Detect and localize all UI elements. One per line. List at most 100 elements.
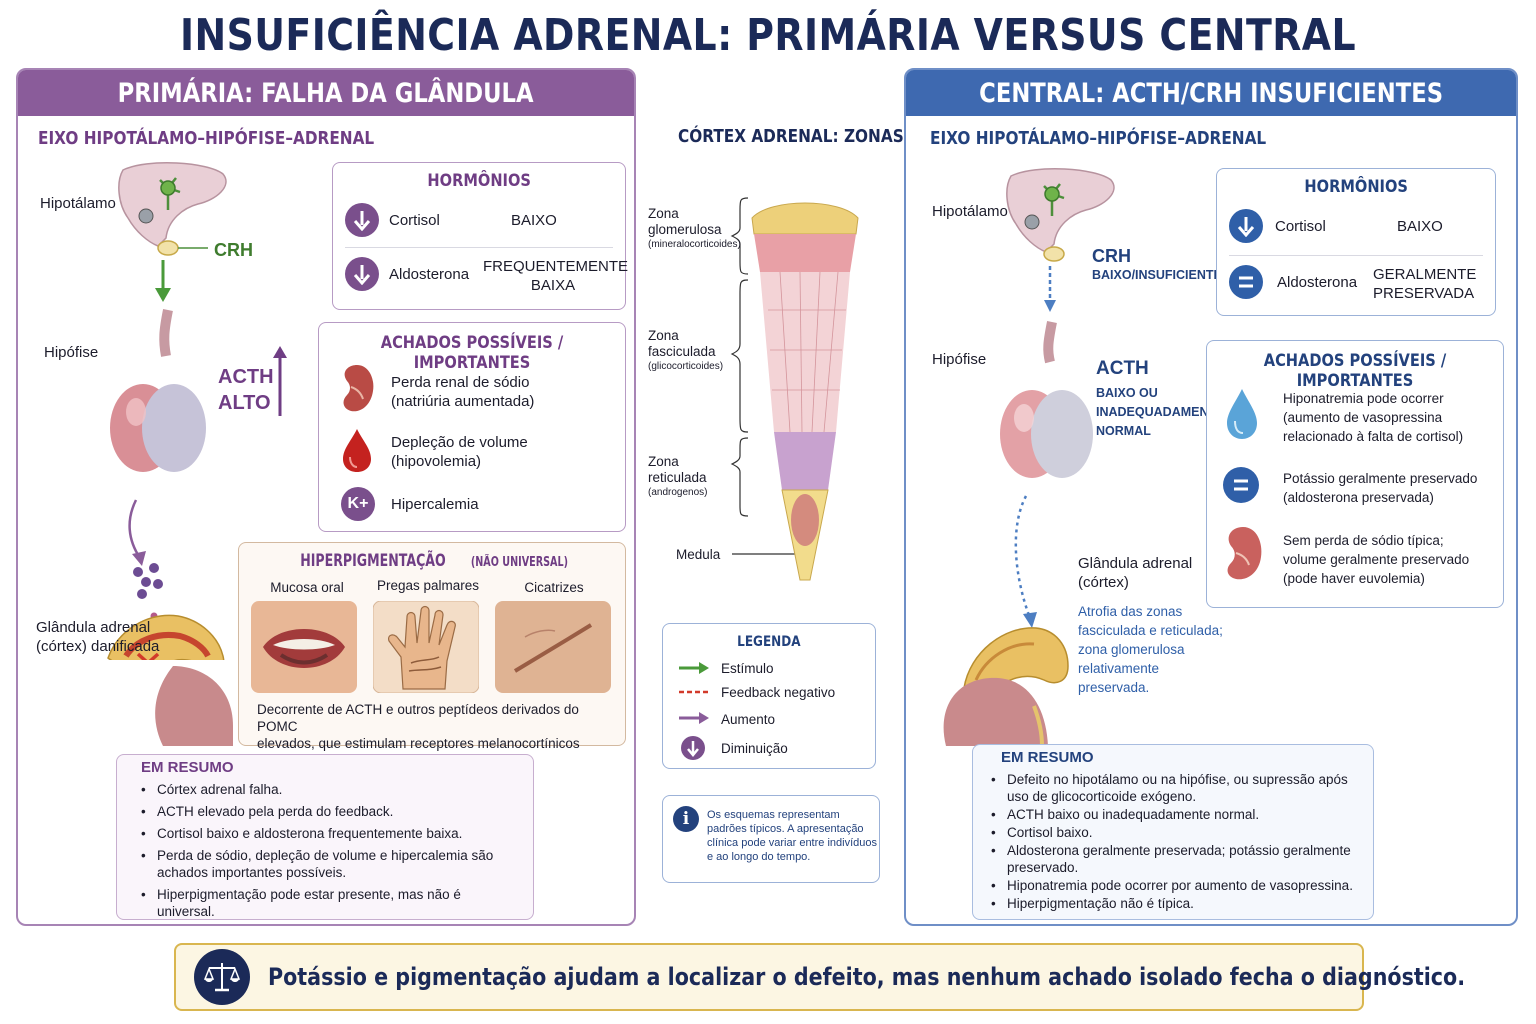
- label-oral-mucosa: Mucosa oral: [270, 580, 344, 595]
- primary-aldosterone-value: FREQUENTEMENTE BAIXA: [483, 257, 628, 295]
- atrophy-line: zona glomerulosa: [1078, 642, 1185, 657]
- hypothalamus-icon: [118, 162, 227, 256]
- equal-icon: [1229, 265, 1263, 299]
- legend-feedback: Feedback negativo: [721, 685, 836, 700]
- primary-hypothalamus-label: Hipotálamo: [40, 195, 116, 212]
- atrophy-line: fasciculada e reticulada;: [1078, 623, 1223, 638]
- bottom-message: Potássio e pigmentação ajudam a localiza…: [268, 963, 1466, 991]
- central-atrophy-note: Atrofia das zonas fasciculada e reticula…: [1078, 602, 1223, 697]
- atrophy-line: Atrofia das zonas: [1078, 604, 1183, 619]
- central-summary-title: EM RESUMO: [1001, 749, 1094, 766]
- info-line: e ao longo do tempo.: [707, 851, 811, 863]
- medulla-label: Medula: [676, 547, 721, 562]
- finding-volume-depletion: Depleção de volume (hipovolemia): [391, 433, 528, 471]
- down-arrow-icon: [345, 257, 379, 291]
- summary-item: Aldosterona geralmente preservada; potás…: [989, 842, 1365, 876]
- damaged-adrenal-icon: [107, 614, 225, 660]
- hypothalamus-icon: [1006, 168, 1115, 262]
- acth-line1: ACTH: [218, 366, 274, 388]
- primary-findings-box: ACHADOS POSSÍVEIS / IMPORTANTES Perda re…: [318, 322, 626, 532]
- central-summary-list: Defeito no hipotálamo ou na hipófise, ou…: [989, 771, 1365, 913]
- central-crh-label: CRH: [1092, 246, 1131, 266]
- legend-title: LEGENDA: [737, 634, 801, 650]
- primary-hormones-box: HORMÔNIOS Cortisol BAIXO Aldosterona FRE…: [332, 162, 628, 310]
- central-gland-label: Glândula adrenal (córtex): [1078, 554, 1192, 592]
- summary-item: ACTH elevado pela perda do feedback.: [139, 803, 519, 820]
- legend-increase-icon: [679, 712, 709, 724]
- zone-hormone: (androgenos): [648, 487, 708, 498]
- down-arrow-icon: [1229, 209, 1263, 243]
- kidney-under-adrenal-icon: [155, 666, 233, 746]
- primary-findings-title: ACHADOS POSSÍVEIS / IMPORTANTES: [380, 333, 564, 373]
- label-scars: Cicatrizes: [524, 580, 584, 595]
- panel-primary: PRIMÁRIA: FALHA DA GLÂNDULA EIXO HIPOTÁL…: [16, 68, 636, 926]
- finding-line: Perda renal de sódio: [391, 374, 530, 391]
- water-drop-icon: [1227, 389, 1257, 439]
- adrenal-cortex-zones-diagram: [730, 197, 859, 581]
- atrophic-adrenal-icon: [943, 627, 1069, 746]
- info-box: i Os esquemas representam padrões típico…: [662, 795, 880, 883]
- acth-sub-line: NORMAL: [1096, 424, 1151, 438]
- legend-stimulus: Estímulo: [721, 661, 774, 676]
- hyperpig-title: HIPERPIGMENTAÇÃO (NÃO UNIVERSAL): [239, 551, 625, 571]
- kidney-icon: [1227, 527, 1262, 580]
- finding-line: (aldosterona preservada): [1283, 490, 1434, 505]
- scales-icon: [194, 949, 250, 1005]
- acth-up-arrow-icon: [273, 346, 287, 416]
- gland-line2: (córtex): [1078, 574, 1129, 591]
- hyperpig-note-line: Decorrente de ACTH e outros peptídeos de…: [257, 702, 579, 734]
- weak-acth-arrow: [1014, 495, 1037, 628]
- panel-central: CENTRAL: ACTH/CRH INSUFICIENTES EIXO HIP…: [904, 68, 1518, 926]
- central-acth-sub: BAIXO OU INADEQUADAMENTE NORMAL: [1096, 384, 1224, 441]
- summary-item: Hiponatremia pode ocorrer por aumento de…: [989, 877, 1365, 894]
- zone-glomerulosa-label: Zona glomerulosa (mineralocorticoides): [648, 206, 741, 252]
- equal-icon: [1223, 467, 1259, 503]
- aldo-value-line1: GERALMENTE: [1373, 266, 1477, 283]
- finding-line: Hiponatremia pode ocorrer: [1283, 391, 1444, 406]
- finding-hyponatremia: Hiponatremia pode ocorrer (aumento de va…: [1283, 389, 1463, 446]
- primary-axis-title: EIXO HIPOTÁLAMO–HIPÓFISE–ADRENAL: [38, 128, 375, 149]
- down-arrow-icon: [345, 203, 379, 237]
- summary-item: Defeito no hipotálamo ou na hipófise, ou…: [989, 771, 1365, 805]
- zone-name: glomerulosa: [648, 222, 722, 237]
- finding-line: (natriúria aumentada): [391, 393, 535, 410]
- primary-acth-label: ACTH ALTO: [218, 364, 274, 416]
- finding-line: (aumento de vasopressina: [1283, 410, 1443, 425]
- finding-potassium-preserved: Potássio geralmente preservado (aldoster…: [1283, 469, 1477, 507]
- potassium-icon: K+: [341, 487, 375, 521]
- legend-decrease: Diminuição: [721, 741, 788, 756]
- finding-hyperkalemia: Hipercalemia: [391, 496, 479, 513]
- central-aldosterone-value: GERALMENTE PRESERVADA: [1373, 265, 1483, 303]
- legend-box: LEGENDA Estímulo Feedback negativo Aumen…: [662, 623, 876, 769]
- oral-mucosa-image: [251, 601, 357, 693]
- hyperpig-title-main: HIPERPIGMENTAÇÃO: [300, 551, 446, 571]
- acth-sub-line: INADEQUADAMENTE: [1096, 405, 1225, 419]
- primary-header: PRIMÁRIA: FALHA DA GLÂNDULA: [18, 70, 634, 116]
- finding-sodium-loss: Perda renal de sódio (natriúria aumentad…: [391, 373, 534, 411]
- hyperpig-title-sub: (NÃO UNIVERSAL): [470, 555, 568, 570]
- primary-gland-label: Glândula adrenal (córtex) danificada: [36, 618, 159, 656]
- primary-hormones-title: HORMÔNIOS: [427, 171, 531, 191]
- blood-drop-icon: [343, 429, 371, 472]
- gland-line1: Glândula adrenal: [1078, 555, 1193, 572]
- acth-molecules: [133, 563, 163, 620]
- finding-line: (hipovolemia): [391, 453, 482, 470]
- summary-item: Córtex adrenal falha.: [139, 781, 519, 798]
- scars-image: [495, 601, 611, 693]
- primary-pituitary-label: Hipófise: [44, 344, 99, 361]
- central-pituitary-label: Hipófise: [932, 351, 987, 368]
- pituitary-icon: [110, 309, 206, 472]
- bottom-banner: Potássio e pigmentação ajudam a localiza…: [174, 943, 1465, 1011]
- primary-summary-list: Córtex adrenal falha. ACTH elevado pela …: [139, 781, 519, 925]
- central-aldosterone-name: Aldosterona: [1277, 274, 1358, 291]
- finding-no-sodium-loss: Sem perda de sódio típica; volume geralm…: [1283, 531, 1469, 588]
- finding-line: Depleção de volume: [391, 434, 528, 451]
- zone-hormone: (glicocorticoides): [648, 361, 724, 372]
- palmar-creases-image: [373, 601, 479, 693]
- primary-summary-box: EM RESUMO Córtex adrenal falha. ACTH ele…: [116, 754, 534, 920]
- summary-item: Cortisol baixo e aldosterona frequenteme…: [139, 825, 519, 842]
- gland-line1: Glândula adrenal: [36, 619, 151, 636]
- gland-line2: (córtex) danificada: [36, 638, 160, 655]
- central-findings-title: ACHADOS POSSÍVEIS / IMPORTANTES: [1263, 351, 1447, 391]
- info-line: Os esquemas representam: [707, 809, 840, 821]
